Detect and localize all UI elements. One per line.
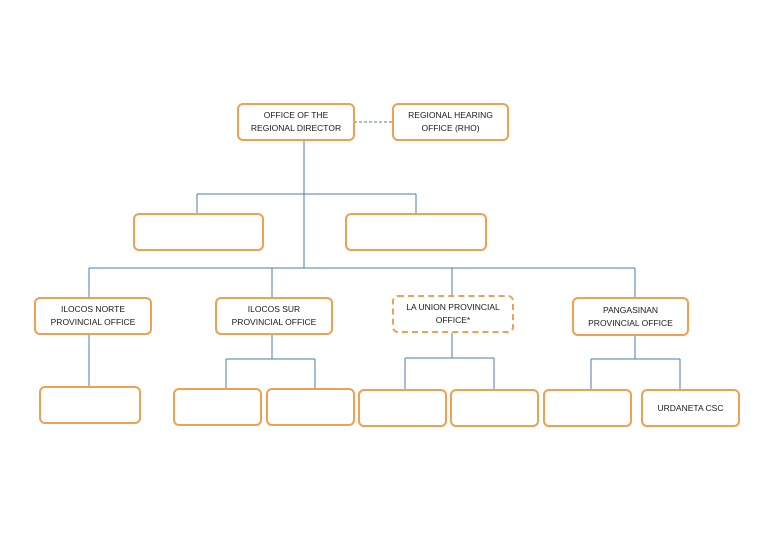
staff-unit-right-box bbox=[345, 213, 487, 251]
regional-director-box: OFFICE OF THE REGIONAL DIRECTOR bbox=[237, 103, 355, 141]
pangasinan-provincial-office-box: PANGASINAN PROVINCIAL OFFICE bbox=[572, 297, 689, 336]
urdaneta-csc-label: URDANETA CSC bbox=[657, 402, 724, 413]
ilocos-sur-field-office-1-box bbox=[173, 388, 262, 426]
regional-director-label: OFFICE OF THE REGIONAL DIRECTOR bbox=[250, 110, 342, 133]
urdaneta-csc-box: URDANETA CSC bbox=[641, 389, 740, 427]
la-union-field-office-2-box bbox=[450, 389, 539, 427]
regional-hearing-office-box: REGIONAL HEARING OFFICE (RHO) bbox=[392, 103, 509, 141]
pangasinan-provincial-office-label: PANGASINAN PROVINCIAL OFFICE bbox=[588, 304, 673, 328]
la-union-field-office-1-box bbox=[358, 389, 447, 427]
ilocos-norte-field-office-box bbox=[39, 386, 141, 424]
pangasinan-field-office-1-box bbox=[543, 389, 632, 427]
ilocos-sur-provincial-office-box: ILOCOS SUR PROVINCIAL OFFICE bbox=[215, 297, 333, 335]
ilocos-sur-field-office-2-box bbox=[266, 388, 355, 426]
la-union-provincial-office-box: LA UNION PROVINCIAL OFFICE* bbox=[392, 295, 514, 333]
la-union-provincial-office-label: LA UNION PROVINCIAL OFFICE* bbox=[406, 302, 500, 325]
ilocos-norte-provincial-office-label: ILOCOS NORTE PROVINCIAL OFFICE bbox=[50, 304, 136, 327]
staff-unit-left-box bbox=[133, 213, 264, 251]
regional-hearing-office-label: REGIONAL HEARING OFFICE (RHO) bbox=[408, 110, 493, 133]
ilocos-sur-provincial-office-label: ILOCOS SUR PROVINCIAL OFFICE bbox=[231, 304, 317, 327]
ilocos-norte-provincial-office-box: ILOCOS NORTE PROVINCIAL OFFICE bbox=[34, 297, 152, 335]
